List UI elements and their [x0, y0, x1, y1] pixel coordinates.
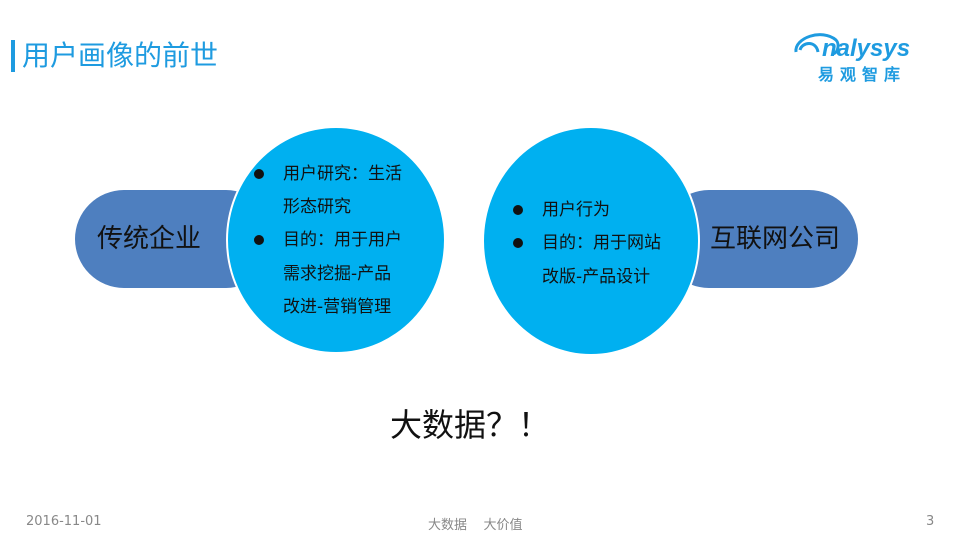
traditional-enterprise-label: 传统企业 — [97, 224, 202, 254]
page-title: 用户画像的前世 — [22, 39, 219, 72]
right-bullet-text: 目的：用于网站 — [542, 233, 661, 253]
left-bullet-text: 形态研究 — [283, 197, 351, 217]
left-bullet-text: 需求挖掘-产品 — [283, 264, 392, 284]
bullet-icon — [513, 205, 523, 215]
footer-slogan: 大数据 大价值 — [428, 518, 523, 533]
logo-subtitle: 易观智库 — [818, 65, 906, 84]
internet-company-label: 互联网公司 — [710, 224, 841, 254]
bullet-icon — [513, 238, 523, 248]
footer-date: 2016-11-01 — [26, 514, 102, 529]
right-bullet-text: 改版-产品设计 — [542, 267, 651, 287]
left-bullet-text: 目的：用于用户 — [283, 230, 402, 250]
bullet-icon — [254, 235, 264, 245]
analysys-logo: nalysys 易观智库 — [792, 24, 932, 86]
title-accent-bar — [11, 40, 15, 72]
bullet-icon — [254, 169, 264, 179]
left-bullet-text: 改进-营销管理 — [283, 297, 392, 317]
big-data-question: 大数据？！ — [389, 406, 550, 444]
right-bullet-text: 用户行为 — [542, 200, 610, 220]
left-bullet-text: 用户研究：生活 — [283, 164, 402, 184]
logo-wordmark: nalysys — [822, 35, 910, 62]
page-number: 3 — [926, 514, 935, 529]
